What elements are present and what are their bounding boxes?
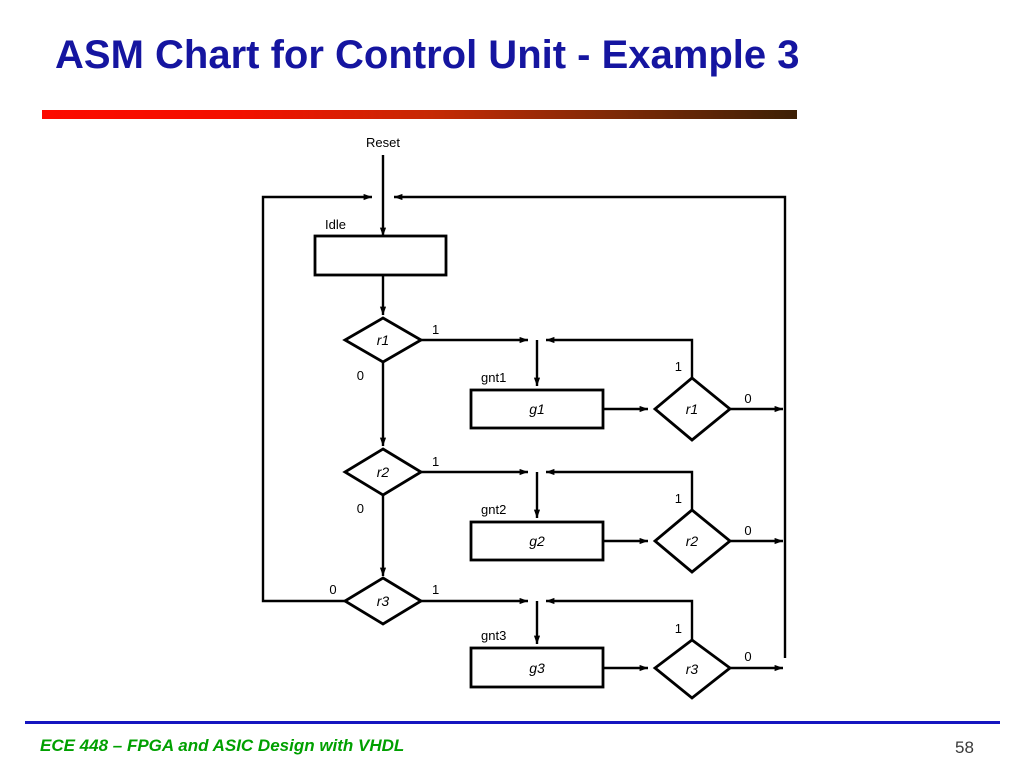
decision-label-r1-main: r1	[377, 332, 389, 348]
branch-label-r1-main-true: 1	[432, 322, 439, 337]
branch-label-r2-loop-true: 1	[675, 491, 682, 506]
decision-label-r3-loop: r3	[686, 661, 699, 677]
branch-label-r1-loop-false: 0	[744, 391, 751, 406]
state-label-gnt3: gnt3	[481, 628, 506, 643]
title-underline-rule	[42, 110, 797, 119]
feedback-wire-left	[261, 193, 373, 603]
reset-label: Reset	[366, 135, 400, 150]
branch-label-r2-main-false: 0	[357, 501, 364, 516]
state-label-gnt2: gnt2	[481, 502, 506, 517]
branch-label-r2-main-true: 1	[432, 454, 439, 469]
branch-label-r3-main-false: 0	[329, 582, 336, 597]
decision-label-r3-main: r3	[377, 593, 390, 609]
state-box-gnt2: gnt2 g2	[469, 502, 605, 562]
footer-course-label: ECE 448 – FPGA and ASIC Design with VHDL	[40, 736, 405, 755]
branch-label-r1-loop-true: 1	[675, 359, 682, 374]
branch-label-r1-main-false: 0	[357, 368, 364, 383]
decision-r2-loop: r2 1 0	[652, 491, 752, 574]
state-box-idle: Idle	[313, 217, 448, 277]
footer-page-number: 58	[955, 738, 974, 757]
decision-r1-main: r1 1 0	[342, 316, 439, 383]
decision-label-r2-loop: r2	[686, 533, 699, 549]
state-label-idle: Idle	[325, 217, 346, 232]
footer-divider	[25, 721, 1000, 724]
decision-r1-loop: r1 1 0	[652, 359, 752, 442]
page-title: ASM Chart for Control Unit - Example 3	[55, 33, 800, 77]
state-box-gnt1: gnt1 g1	[469, 370, 605, 430]
branch-label-r3-loop-false: 0	[744, 649, 751, 664]
feedback-wire-right	[393, 193, 787, 658]
state-output-g1: g1	[529, 401, 545, 417]
state-label-gnt1: gnt1	[481, 370, 506, 385]
state-box-gnt3: gnt3 g3	[469, 628, 605, 689]
branch-label-r2-loop-false: 0	[744, 523, 751, 538]
branch-label-r3-loop-true: 1	[675, 621, 682, 636]
branch-label-r3-main-true: 1	[432, 582, 439, 597]
decision-label-r2-main: r2	[377, 464, 390, 480]
state-output-g2: g2	[529, 533, 545, 549]
wire-r1b-true-return	[545, 336, 694, 378]
decision-r3-loop: r3 1 0	[652, 621, 752, 700]
decision-r2-main: r2 1 0	[342, 447, 439, 516]
decision-label-r1-loop: r1	[686, 401, 698, 417]
asm-chart-diagram: Idle r1 1 0 gnt1 g1 r1 1 0	[0, 128, 1024, 703]
wire-r2b-true-return	[545, 468, 694, 510]
decision-r3-main: r3 1 0	[329, 576, 439, 626]
state-output-g3: g3	[529, 660, 545, 676]
wire-r3b-true-return	[545, 597, 694, 640]
